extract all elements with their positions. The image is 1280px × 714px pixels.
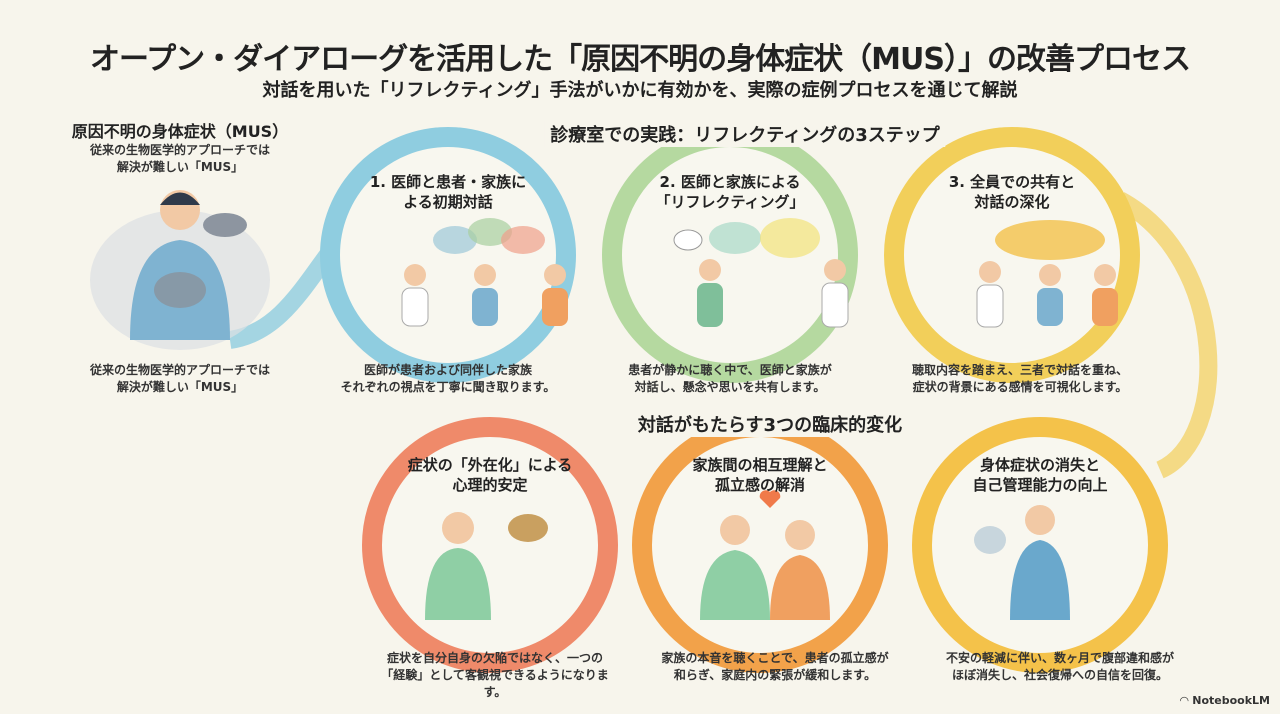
intro-heading: 原因不明の身体症状（MUS） 従来の生物医学的アプローチでは 解決が難しい「MU… (40, 122, 320, 176)
step2-people (673, 218, 849, 328)
page-title: オープン・ダイアローグを活用した「原因不明の身体症状（MUS）」の改善プロセス (89, 42, 1191, 77)
flow-path-turn (1115, 192, 1218, 479)
change-2-title-2: 孤立感の解消 (714, 476, 805, 494)
step-2-title: 2. 医師と家族による「リフレクティング」 (630, 172, 830, 212)
heart-icon (759, 490, 781, 508)
intro-subtitle-2: 解決が難しい「MUS」 (116, 160, 244, 174)
change-3-title-2: 自己管理能力の向上 (972, 476, 1108, 494)
step-2-title-1: 2. 医師と家族による (659, 173, 801, 191)
change-1-title-1: 症状の「外在化」による (407, 456, 573, 474)
change-3-caption-2: ほぼ消失し、社会復帰への自信を回復。 (951, 668, 1168, 682)
brand-label: NotebookLM (1192, 694, 1270, 707)
change-2-caption: 家族の本音を聴くことで、患者の孤立感が和らぎ、家庭内の緊張が緩和します。 (650, 650, 900, 684)
step-2-caption: 患者が静かに聴く中で、医師と家族が対話し、懸念や思いを共有します。 (620, 362, 840, 396)
changes-section-title: 対話がもたらす3つの臨床的変化 (631, 411, 909, 437)
intro-caption-1: 従来の生物医学的アプローチでは (89, 363, 270, 377)
intro-title: 原因不明の身体症状（MUS） (71, 122, 289, 141)
steps-section-title: 診療室での実践：リフレクティングの3ステップ (544, 121, 946, 147)
change-2-title: 家族間の相互理解と孤立感の解消 (660, 455, 860, 495)
step-1-title-1: 1. 医師と患者・家族に (369, 173, 527, 191)
change-3-caption: 不安の軽減に伴い、数ヶ月で腹部違和感がほぼ消失し、社会復帰への自信を回復。 (930, 650, 1190, 684)
step-1-caption-1: 医師が患者および同伴した家族 (363, 363, 532, 377)
step-ring-3 (884, 127, 1140, 383)
change-3-caption-1: 不安の軽減に伴い、数ヶ月で腹部違和感が (945, 651, 1174, 665)
intro-caption: 従来の生物医学的アプローチでは 解決が難しい「MUS」 (40, 362, 320, 396)
step3-people (976, 220, 1118, 328)
page-subtitle: 対話を用いた「リフレクティング」手法がいかに有効かを、実際の症例プロセスを通じて… (262, 80, 1018, 101)
change-1-title-2: 心理的安定 (452, 476, 528, 494)
step-2-caption-1: 患者が静かに聴く中で、医師と家族が (628, 363, 832, 377)
step-3-title: 3. 全員での共有と対話の深化 (912, 172, 1112, 212)
step-3-title-1: 3. 全員での共有と (948, 173, 1076, 191)
step-3-caption-1: 聴取内容を踏まえ、三者で対話を重ね、 (911, 363, 1128, 377)
step-1-title-2: よる初期対話 (403, 193, 493, 211)
step-2-caption-2: 対話し、懸念や思いを共有します。 (634, 380, 826, 394)
change-1-caption-2: 「経験」として客観視できるようになります。 (381, 668, 609, 699)
step-2-title-2: 「リフレクティング」 (655, 193, 805, 211)
step-3-caption-2: 症状の背景にある感情を可視化します。 (912, 380, 1128, 394)
notebooklm-logo-icon: ◠ (1179, 694, 1193, 707)
change-2-title-1: 家族間の相互理解と (692, 456, 828, 474)
change1-person (425, 512, 548, 620)
change3-person (974, 505, 1070, 620)
change-2-caption-1: 家族の本音を聴くことで、患者の孤立感が (661, 651, 889, 665)
step-1-caption: 医師が患者および同伴した家族それぞれの視点を丁寧に聞き取ります。 (338, 362, 558, 396)
step1-people (401, 218, 568, 327)
intro-caption-2: 解決が難しい「MUS」 (116, 380, 244, 394)
change-3-title: 身体症状の消失と自己管理能力の向上 (940, 455, 1140, 495)
step-3-title-2: 対話の深化 (974, 193, 1050, 211)
step-1-caption-2: それぞれの視点を丁寧に聞き取ります。 (340, 380, 556, 394)
change-1-title: 症状の「外在化」による心理的安定 (390, 455, 590, 495)
change-1-caption: 症状を自分自身の欠陥ではなく、一つの「経験」として客観視できるようになります。 (370, 650, 620, 701)
step-3-caption: 聴取内容を踏まえ、三者で対話を重ね、症状の背景にある感情を可視化します。 (900, 362, 1140, 396)
notebooklm-brand: ◠ NotebookLM (1180, 694, 1270, 707)
change-3-title-1: 身体症状の消失と (979, 456, 1100, 474)
change-2-caption-2: 和らぎ、家庭内の緊張が緩和します。 (673, 668, 877, 682)
intro-subtitle-1: 従来の生物医学的アプローチでは (89, 143, 270, 157)
change-1-caption-1: 症状を自分自身の欠陥ではなく、一つの (386, 651, 603, 665)
step-ring-1 (320, 127, 576, 383)
step-1-title: 1. 医師と患者・家族による初期対話 (348, 172, 548, 212)
patient-illustration (90, 190, 270, 350)
change2-people (700, 490, 830, 620)
